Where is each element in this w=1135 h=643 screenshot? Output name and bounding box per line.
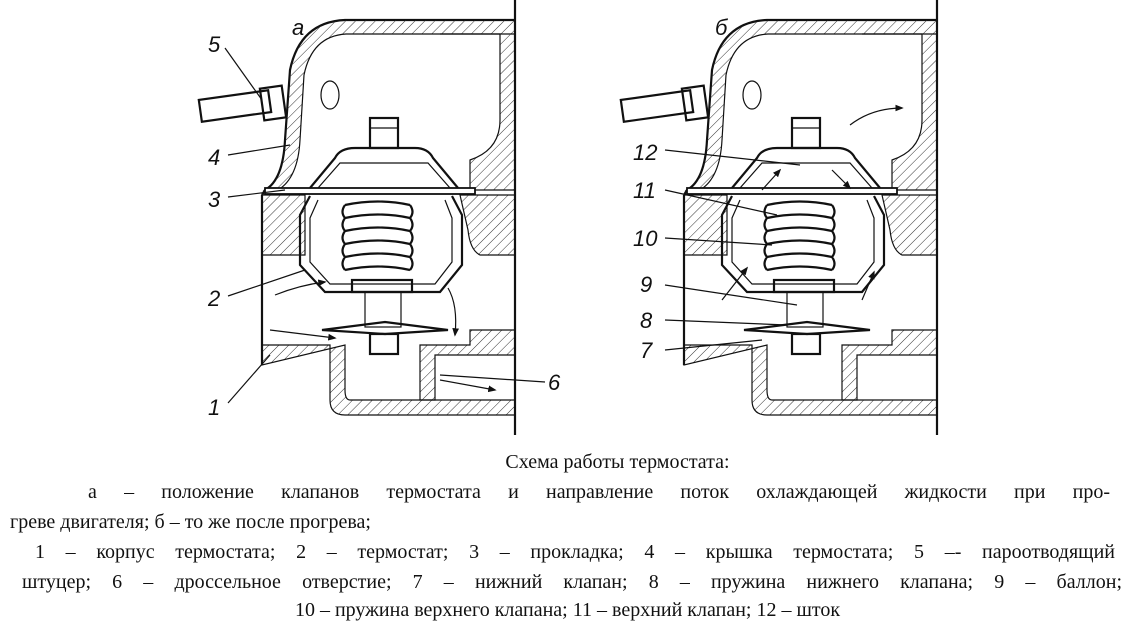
flow-arrows [269, 279, 497, 393]
panel-b [619, 0, 939, 437]
caption-line-4: штуцер; 6 – дроссельное отверстие; 7 – н… [22, 571, 1122, 593]
caption-line-2: греве двигателя; б – то же после прогрев… [10, 511, 371, 533]
callout-8: 8 [640, 308, 653, 333]
callout-5: 5 [208, 32, 221, 57]
callout-11: 11 [633, 178, 656, 203]
caption-title: Схема работы термостата: [505, 451, 730, 473]
callout-12: 12 [633, 140, 657, 165]
panel-a [197, 0, 546, 437]
callout-1: 1 [208, 395, 220, 420]
callout-9: 9 [640, 272, 652, 297]
callout-10: 10 [633, 226, 658, 251]
callout-2: 2 [207, 286, 220, 311]
thermostat-diagram: а б 5 4 3 2 1 6 12 11 10 9 8 7 [197, 0, 939, 437]
caption-line-3: 1 – корпус термостата; 2 – термостат; 3 … [35, 541, 1115, 563]
leader-lines [664, 149, 801, 351]
panel-a-label: а [292, 15, 304, 40]
caption-line-5: 10 – пружина верхнего клапана; 11 – верх… [294, 599, 841, 621]
callout-4: 4 [208, 145, 220, 170]
leader-lines [224, 47, 546, 404]
panel-b-label: б [715, 15, 729, 40]
callout-3: 3 [208, 187, 221, 212]
callout-7: 7 [640, 338, 653, 363]
caption-line-1: а – положение клапанов термостата и напр… [88, 481, 1110, 503]
callout-6: 6 [548, 370, 561, 395]
flow-arrows [721, 104, 904, 301]
